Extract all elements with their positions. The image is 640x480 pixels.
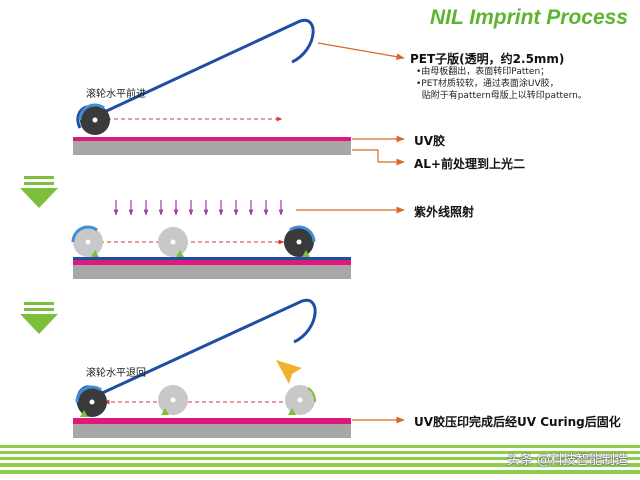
uv-light-arrows <box>113 200 284 216</box>
callout-line-substrate <box>352 149 405 166</box>
step-2 <box>71 200 405 279</box>
pet-film-callout: PET子版(透明，约2.5mm) <box>410 52 565 66</box>
substrate-3 <box>73 424 351 438</box>
watermark: 头条 @科技智能制造 <box>506 453 628 468</box>
step-3 <box>73 298 405 438</box>
pet-note-1: •由母板翻出，表面转印Patten； <box>416 67 550 77</box>
pet-film-1 <box>76 18 315 129</box>
roller-2a <box>71 225 103 257</box>
roller-2b <box>158 227 188 257</box>
roller-return-label: 滚轮水平退回 <box>86 368 146 379</box>
roller-1 <box>78 103 110 135</box>
uv-glue-1 <box>73 137 351 141</box>
uv-glue-callout: UV胶 <box>414 134 446 148</box>
cure-callout: UV胶压印完成后经UV Curing后固化 <box>414 415 621 429</box>
uv-glue-2 <box>73 260 351 265</box>
substrate-2 <box>73 265 351 279</box>
step-arrow-2 <box>20 302 58 334</box>
uv-light-callout: 紫外线照射 <box>414 205 475 219</box>
callout-line-pet <box>317 42 405 61</box>
roller-3b <box>158 385 188 415</box>
pet-film-3 <box>76 298 317 409</box>
step-1 <box>73 18 405 166</box>
step-arrow-1 <box>20 176 58 208</box>
footer-stripes <box>0 445 640 474</box>
lift-direction-arrow <box>276 360 302 384</box>
roller-3c <box>285 385 317 415</box>
uv-glue-3 <box>73 418 351 424</box>
pet-film-2 <box>73 257 351 260</box>
substrate-callout: AL+前处理到上光二 <box>414 157 525 171</box>
diagram-title: NIL Imprint Process <box>429 6 628 29</box>
roller-forward-label: 滚轮水平前进 <box>86 89 146 100</box>
roller-2c <box>284 225 316 257</box>
pet-note-2: •PET材质较软，通过表面涂UV胶， <box>416 79 559 89</box>
pet-note-3: 贴附于有pattern母版上以转印pattern。 <box>416 91 587 101</box>
substrate-1 <box>73 141 351 155</box>
roller-3a <box>75 385 107 417</box>
